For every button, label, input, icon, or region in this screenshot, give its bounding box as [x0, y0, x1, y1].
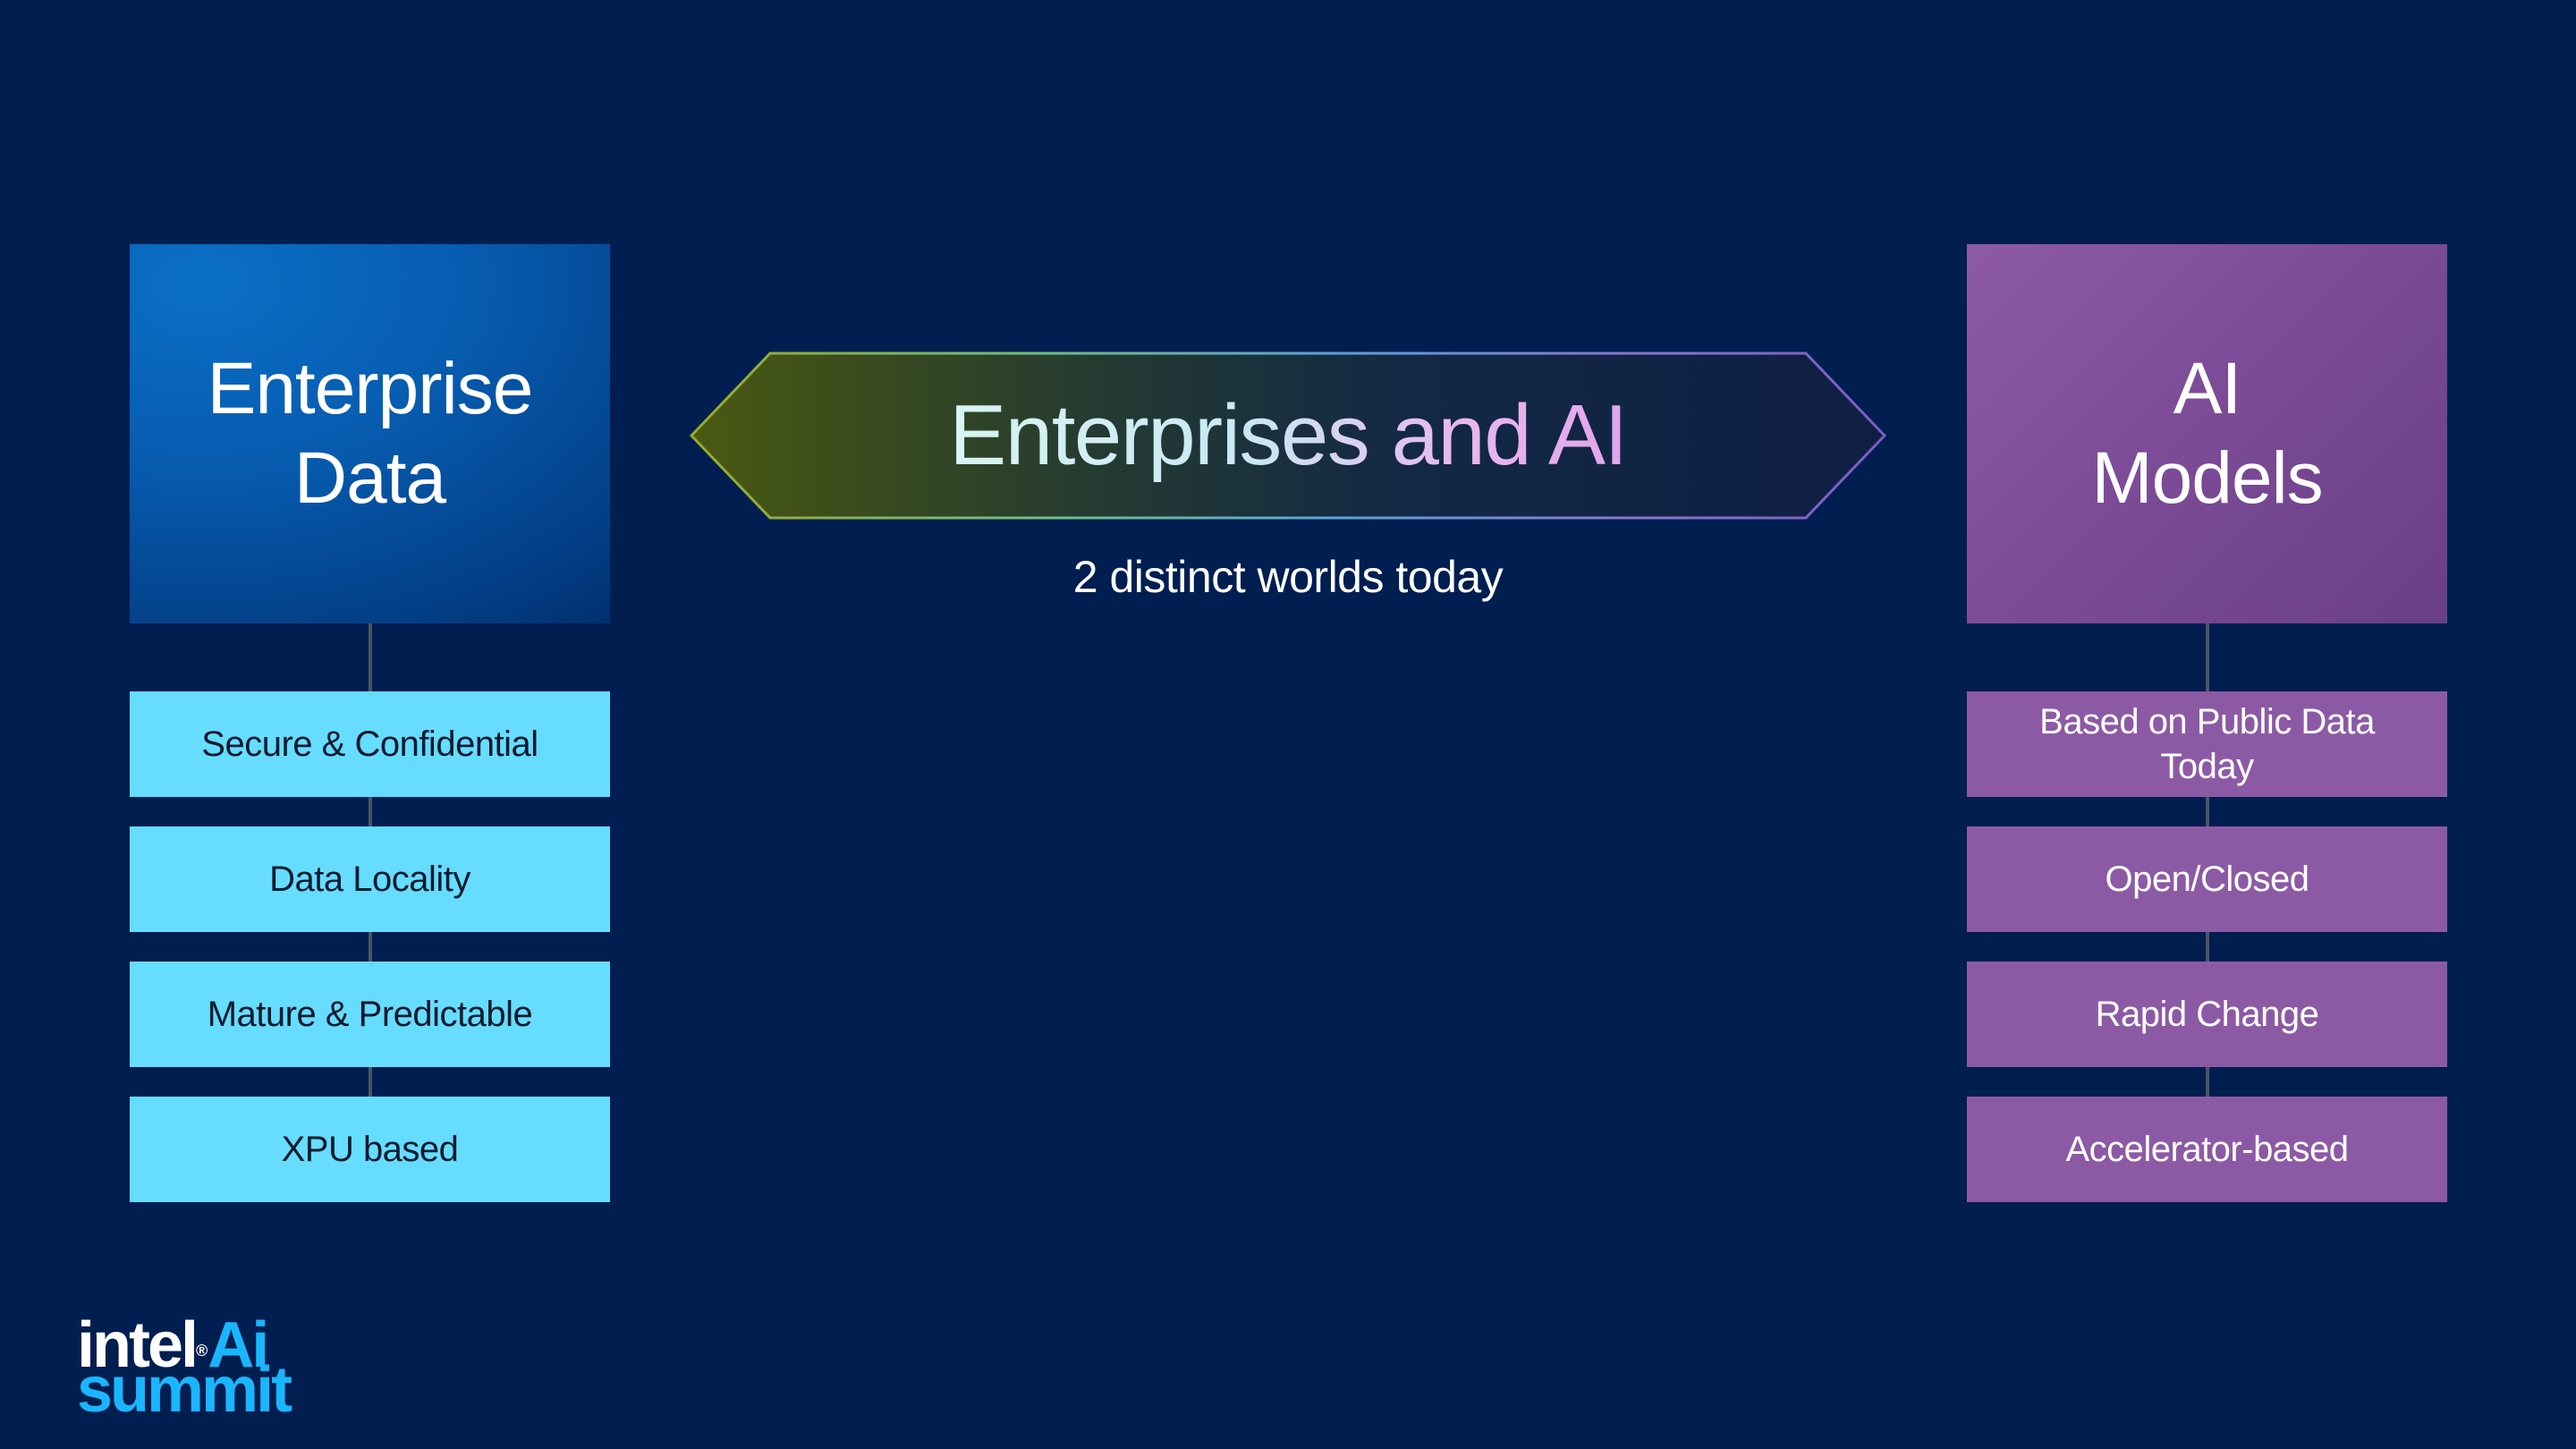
ai-item-label: Open/Closed [2105, 860, 2309, 899]
enterprise-item-mature: Mature & Predictable [130, 962, 610, 1067]
arrow-banner-shape [689, 352, 1887, 520]
right-connector-1 [2206, 623, 2209, 691]
logo-intel-word: intel [77, 1309, 199, 1381]
enterprise-item-secure: Secure & Confidential [130, 691, 610, 797]
ai-models-header-line-1: AI [2173, 348, 2241, 429]
right-connector-3 [2206, 932, 2209, 962]
ai-models-header-line-2: Models [2091, 437, 2323, 519]
logo-ai-word: Ai [208, 1309, 269, 1381]
enterprise-item-label: Mature & Predictable [207, 995, 533, 1034]
enterprise-data-header: Enterprise Data [130, 244, 610, 623]
ai-item-public-data: Based on Public Data Today [1967, 691, 2447, 797]
center-subtitle: 2 distinct worlds today [1072, 552, 1504, 602]
ai-item-label: Accelerator-based [2065, 1130, 2349, 1169]
ai-item-open-closed: Open/Closed [1967, 826, 2447, 932]
ai-item-label: Based on Public Data Today [2039, 702, 2375, 786]
logo-summit-word: summit [77, 1354, 292, 1426]
ai-models-header: AI Models [1967, 244, 2447, 623]
left-connector-3 [369, 932, 372, 962]
double-arrow-banner [689, 352, 1887, 520]
left-connector-1 [369, 623, 372, 691]
enterprise-item-label: Secure & Confidential [201, 724, 538, 764]
enterprise-data-header-line-2: Data [293, 437, 446, 519]
right-connector-2 [2206, 797, 2209, 826]
enterprise-data-header-line-1: Enterprise [207, 348, 534, 429]
ai-item-accelerator: Accelerator-based [1967, 1097, 2447, 1202]
enterprise-item-label: XPU based [281, 1130, 459, 1169]
enterprise-item-xpu: XPU based [130, 1097, 610, 1202]
logo-registered-mark: ® [196, 1342, 208, 1360]
intel-ai-summit-logo: intel®Ai summit [77, 1313, 309, 1429]
enterprise-item-label: Data Locality [269, 860, 470, 899]
enterprise-item-locality: Data Locality [130, 826, 610, 932]
center-title-text: Enterprises and AI [949, 387, 1628, 483]
right-connector-4 [2206, 1067, 2209, 1097]
ai-item-label: Rapid Change [2095, 995, 2319, 1034]
center-title: Enterprises and AI [689, 351, 1887, 521]
left-connector-4 [369, 1067, 372, 1097]
ai-item-rapid-change: Rapid Change [1967, 962, 2447, 1067]
left-connector-2 [369, 797, 372, 826]
logo-row-1: intel®Ai [77, 1313, 269, 1377]
